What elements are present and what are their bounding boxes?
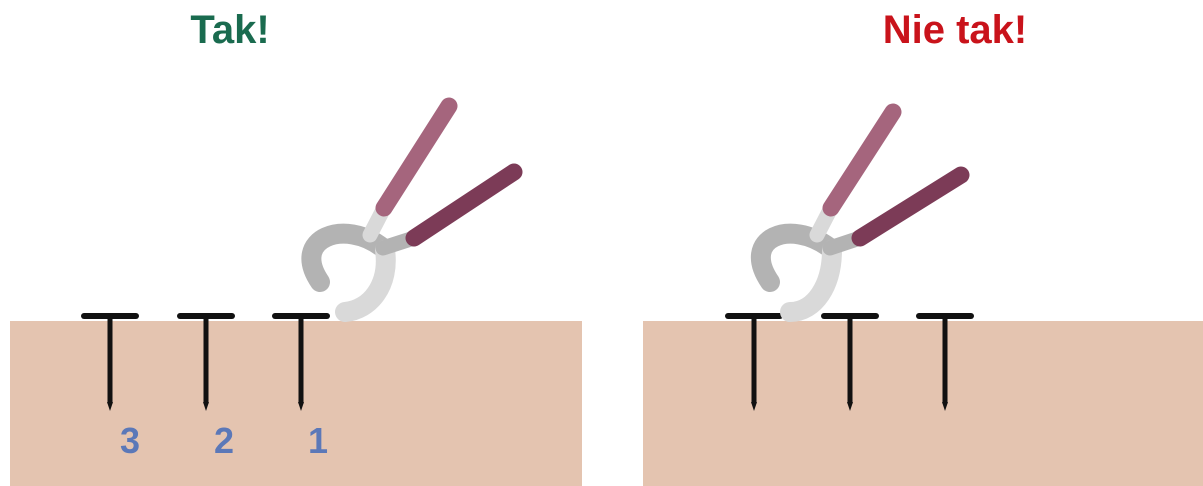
- pliers-jaw-front: [790, 250, 832, 312]
- skin-block-right: [643, 321, 1203, 486]
- pliers-handle-lower: [414, 172, 514, 238]
- panel-incorrect: [643, 112, 1203, 486]
- skin-block-left: [10, 321, 582, 486]
- pliers-icon: [761, 112, 961, 312]
- pliers-jaw-front: [345, 250, 386, 312]
- pliers-icon: [311, 106, 514, 312]
- pliers-handle-upper: [384, 106, 449, 208]
- order-number-1: 1: [308, 420, 328, 461]
- order-number-2: 2: [214, 420, 234, 461]
- panel-correct: 3 2 1: [10, 106, 582, 486]
- order-number-3: 3: [120, 420, 140, 461]
- pliers-handle-upper: [831, 112, 893, 208]
- pliers-handle-lower: [860, 175, 961, 238]
